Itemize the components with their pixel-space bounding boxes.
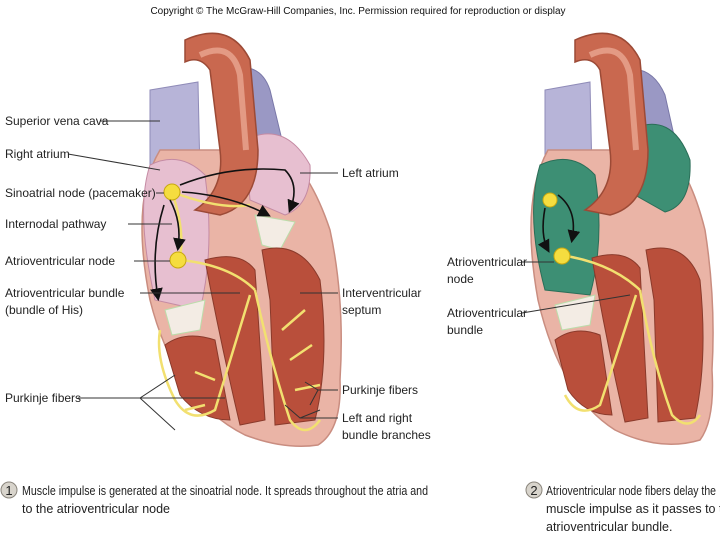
label-internodal-pathway: Internodal pathway [5, 217, 106, 231]
label-left-atrium: Left atrium [342, 166, 399, 180]
label-interventricular-line2: septum [342, 303, 381, 317]
caption-2-line2: muscle impulse as it passes to the [546, 502, 720, 516]
label-sinoatrial-node: Sinoatrial node (pacemaker) [5, 186, 156, 200]
label-superior-vena-cava: Superior vena cava [5, 114, 109, 128]
label-right-atrium: Right atrium [5, 147, 70, 161]
caption-1-line1: Muscle impulse is generated at the sinoa… [22, 484, 428, 498]
caption-step-1: 1 Muscle impulse is generated at the sin… [1, 482, 428, 516]
label-bundle-branches-line2: bundle branches [342, 428, 431, 442]
label-interventricular-line1: Interventricular [342, 286, 421, 300]
label-atrioventricular-node: Atrioventricular node [5, 254, 115, 268]
heart-illustration-right [531, 33, 713, 444]
label-purkinje-fibers-left: Purkinje fibers [5, 391, 81, 405]
label-bundle-branches-line1: Left and right [342, 411, 413, 425]
step-2-number: 2 [530, 483, 537, 498]
label-purkinje-fibers-right: Purkinje fibers [342, 383, 418, 397]
sinoatrial-node-right [543, 193, 557, 207]
label-av-bundle-line2: (bundle of His) [5, 303, 83, 317]
label-av-node-right-line1: Atrioventricular [447, 255, 527, 269]
leader-right-atrium [68, 154, 160, 170]
sinoatrial-node [164, 184, 180, 200]
caption-1-line2: to the atrioventricular node [22, 502, 170, 516]
atrioventricular-node-right [554, 248, 570, 264]
caption-2-line1: Atrioventricular node fibers delay the [546, 484, 716, 498]
atrioventricular-node [170, 252, 186, 268]
label-av-bundle-right-line2: bundle [447, 323, 483, 337]
right-atrium [144, 159, 209, 310]
step-1-number: 1 [5, 483, 12, 498]
caption-step-2: 2 Atrioventricular node fibers delay the… [526, 482, 720, 534]
label-av-node-right-line2: node [447, 272, 474, 286]
label-av-bundle-right-line1: Atrioventricular [447, 306, 527, 320]
labels-right: Atrioventricular node Atrioventricular b… [447, 255, 527, 337]
heart-illustration-left [142, 33, 341, 446]
copyright-notice: Copyright © The McGraw-Hill Companies, I… [150, 6, 565, 17]
caption-2-line3: atrioventricular bundle. [546, 520, 672, 534]
label-av-bundle-line1: Atrioventricular bundle [5, 286, 125, 300]
